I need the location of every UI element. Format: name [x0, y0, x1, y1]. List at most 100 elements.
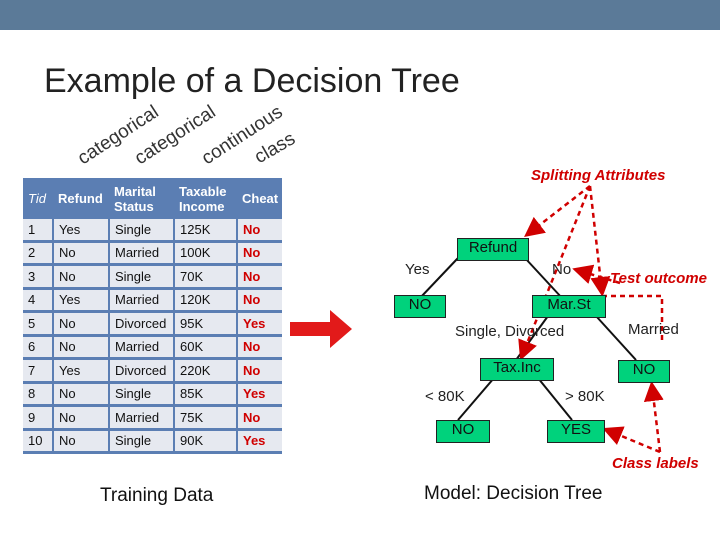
table-cell: Divorced	[109, 358, 175, 384]
column-header: Cheat	[242, 191, 279, 206]
table-cell: Divorced	[109, 311, 175, 337]
table-cell: Married	[109, 241, 175, 266]
slide-title: Example of a Decision Tree	[44, 62, 460, 100]
annotation-test-outcome: Test outcome	[610, 270, 707, 287]
table-cell: No	[53, 382, 110, 407]
leaf-no-low-income: NO	[436, 420, 490, 443]
edge-label-yes: Yes	[405, 261, 430, 278]
table-cell: 1	[23, 219, 54, 243]
table-cell: No	[53, 264, 110, 290]
arrow-class-married	[604, 294, 664, 340]
table-cell: No	[237, 288, 282, 313]
column-header: Marital Status	[114, 183, 156, 214]
table-cell: No	[53, 241, 110, 266]
table-cell: Married	[109, 288, 175, 313]
edge-married	[595, 315, 637, 361]
leaf-no-refund: NO	[394, 295, 446, 318]
table-cell: No	[53, 405, 110, 431]
table-cell: 70K	[174, 264, 238, 290]
table-cell: No	[237, 264, 282, 290]
table-cell: 60K	[174, 335, 238, 360]
edge-label-lt80: < 80K	[425, 388, 465, 405]
header-bar	[0, 0, 720, 30]
edge-label-married: Married	[628, 321, 679, 338]
edge-lt80	[457, 377, 495, 421]
table-cell: 2	[23, 241, 54, 266]
table-cell: 5	[23, 311, 54, 337]
table-cell: Single	[109, 264, 175, 290]
arrow-test-outcome	[572, 264, 621, 285]
edge-yes	[419, 257, 459, 299]
column-header: Tid	[28, 191, 46, 206]
table-cell: 85K	[174, 382, 238, 407]
table-cell: Single	[109, 429, 175, 454]
table-cell: No	[53, 311, 110, 337]
table-cell: 8	[23, 382, 54, 407]
table-cell: 220K	[174, 358, 238, 384]
table-cell: 95K	[174, 311, 238, 337]
table-cell: Yes	[53, 288, 110, 313]
table-cell: 4	[23, 288, 54, 313]
arrow-class-yes	[602, 426, 661, 454]
edge-label-gt80: > 80K	[565, 388, 605, 405]
table-cell: No	[237, 358, 282, 384]
edge-no	[524, 257, 563, 299]
table-cell: No	[237, 335, 282, 360]
annotation-class-labels: Class labels	[612, 455, 699, 472]
table-cell: No	[53, 335, 110, 360]
table-cell: Yes	[237, 429, 282, 454]
node-refund: Refund	[457, 238, 529, 261]
table-cell: 3	[23, 264, 54, 290]
table-cell: 75K	[174, 405, 238, 431]
table-cell: 100K	[174, 241, 238, 266]
table-cell: Single	[109, 382, 175, 407]
table-cell: 10	[23, 429, 54, 454]
table-cell: No	[237, 241, 282, 266]
node-marst: Mar.St	[532, 295, 606, 318]
table-cell: No	[237, 219, 282, 243]
leaf-yes-high-income: YES	[547, 420, 605, 443]
table-cell: Yes	[237, 311, 282, 337]
edge-gt80	[537, 377, 573, 421]
table-cell: 125K	[174, 219, 238, 243]
table-cell: Yes	[53, 219, 110, 243]
table-cell: Married	[109, 405, 175, 431]
column-header: Taxable Income	[179, 183, 227, 214]
table-cell: Yes	[237, 382, 282, 407]
training-data-caption: Training Data	[100, 485, 214, 506]
edge-label-no: No	[552, 261, 572, 278]
column-header: Refund	[58, 191, 103, 206]
table-cell: 90K	[174, 429, 238, 454]
table-cell: No	[237, 405, 282, 431]
table-cell: No	[53, 429, 110, 454]
table-cell: 6	[23, 335, 54, 360]
table-header-row: Tid Refund Marital Status Taxable Income…	[23, 178, 282, 219]
node-taxinc: Tax.Inc	[480, 358, 554, 381]
arrow-class-no	[643, 381, 664, 453]
training-data-table: Tid Refund Marital Status Taxable Income…	[23, 178, 282, 454]
arrow-splitting-refund	[524, 185, 591, 238]
arrow-splitting-taxinc	[518, 185, 592, 361]
edge-label-single-divorced: Single, Divorced	[455, 323, 565, 340]
right-arrow	[290, 310, 352, 348]
model-caption: Model: Decision Tree	[424, 483, 603, 504]
table-cell: Single	[109, 219, 175, 243]
table-cell: Married	[109, 335, 175, 360]
table-cell: 9	[23, 405, 54, 431]
annotation-splitting-attributes: Splitting Attributes	[531, 167, 666, 184]
table-cell: 7	[23, 358, 54, 384]
table-cell: 120K	[174, 288, 238, 313]
table-cell: Yes	[53, 358, 110, 384]
leaf-no-married: NO	[618, 360, 670, 383]
